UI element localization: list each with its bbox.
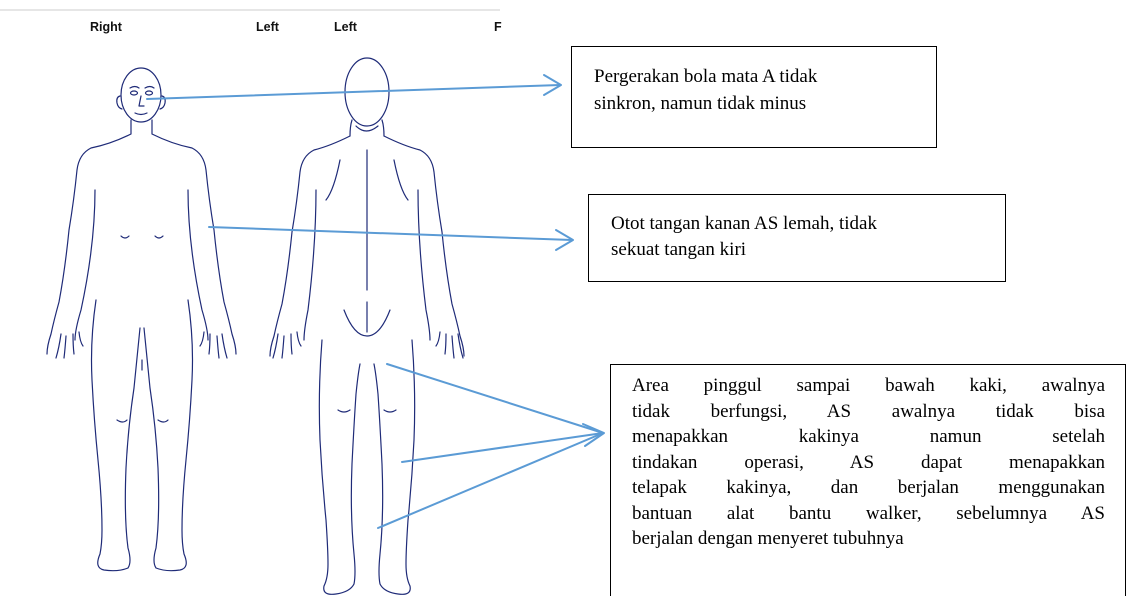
callout-legs-line-7: berjalan dengan menyeret tubuhnya [632, 526, 1105, 552]
arrow-legs [378, 364, 604, 528]
callout-arm-line-2: sekuat tangan kiri [611, 237, 985, 263]
callout-legs-line-3: menapakkan kakinya namun setelah [632, 424, 1105, 450]
arrow-eye [147, 75, 561, 99]
callout-eye-line-2: sinkron, namun tidak minus [594, 90, 916, 117]
label-front-left: Left [256, 20, 279, 34]
callout-legs: Area pinggul sampai bawah kaki, awalnya … [610, 364, 1126, 596]
front-body-figure [47, 68, 236, 571]
callout-arm: Otot tangan kanan AS lemah, tidak sekuat… [588, 194, 1006, 282]
callout-arm-line-1: Otot tangan kanan AS lemah, tidak [611, 211, 985, 237]
callout-legs-line-6: bantuan alat bantu walker, sebelumnya AS [632, 501, 1105, 527]
label-back-right: F [494, 20, 502, 34]
callout-legs-line-2: tidak berfungsi, AS awalnya tidak bisa [632, 399, 1105, 425]
callout-legs-line-5: telapak kakinya, dan berjalan menggunaka… [632, 475, 1105, 501]
callout-legs-line-1: Area pinggul sampai bawah kaki, awalnya [632, 373, 1105, 399]
back-body-figure [270, 58, 464, 594]
arrow-arm [209, 227, 573, 250]
callout-arrows [147, 75, 604, 528]
label-front-right: Right [90, 20, 122, 34]
label-back-left: Left [334, 20, 357, 34]
callout-legs-line-4: tindakan operasi, AS dapat menapakkan [632, 450, 1105, 476]
callout-eye-line-1: Pergerakan bola mata A tidak [594, 63, 916, 90]
callout-eye: Pergerakan bola mata A tidak sinkron, na… [571, 46, 937, 148]
